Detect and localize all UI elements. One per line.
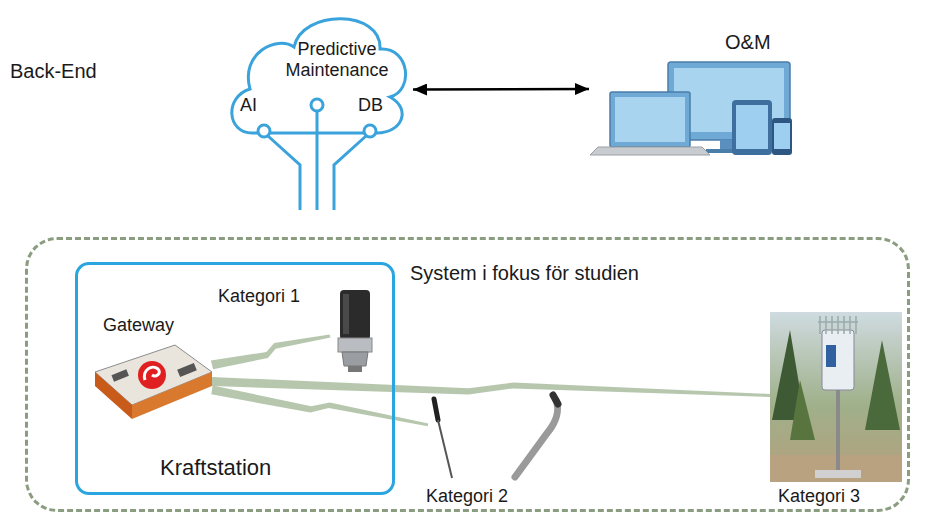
gateway-device-part [177, 363, 197, 377]
study-scope-region: System i fokus för studienKraftstation Ga… [25, 237, 910, 512]
devices-icon-part [774, 123, 790, 149]
wireless-link [211, 335, 331, 370]
sensor-icon [338, 290, 372, 372]
cloud-node: Predictive MaintenanceAI DB [222, 5, 407, 175]
probe-icons-part [434, 399, 438, 420]
cloud-shape [364, 125, 376, 137]
gateway-device-part [111, 369, 128, 381]
devices-icon [590, 62, 792, 155]
component-label: AI [240, 95, 257, 116]
probe-icons [434, 395, 558, 478]
data-arrow [413, 88, 589, 91]
node-label: Gateway [103, 315, 174, 336]
sensor-icon-part [348, 366, 362, 372]
probe-icons-part [553, 395, 558, 404]
field-station-photo-part [790, 380, 815, 440]
field-station-photo-part [836, 388, 840, 472]
node-label: Predictive Maintenance [274, 39, 400, 80]
field-station-photo-part [826, 345, 836, 367]
devices-icon-part [736, 105, 768, 149]
devices-icon-part [772, 118, 792, 155]
wireless-link [212, 377, 770, 397]
field-station-photo-part [818, 316, 858, 334]
gateway-device-part [144, 367, 159, 380]
node-label: Kategori 3 [778, 486, 860, 507]
field-station-photo-part [822, 330, 854, 390]
sensor-icon-part [343, 294, 349, 334]
om-node: O&M [595, 25, 800, 152]
node-label: System i fokus för studien [410, 262, 639, 285]
field-station-photo-part [865, 340, 900, 430]
cloud-shape [311, 99, 323, 111]
sensor-node: Kategori 1 [330, 288, 378, 372]
field-station-photo [770, 312, 902, 482]
node-label: Kategori 1 [218, 286, 300, 307]
probe-icons-part [515, 400, 558, 477]
devices-icon-part [615, 97, 685, 142]
power-station-box: Kraftstation Gateway Kategori 1 [75, 262, 395, 495]
probe-icons-part [438, 420, 452, 478]
field-station-photo-part [815, 470, 861, 478]
sensor-icon-part [340, 290, 370, 340]
field-station-node: Kategori 3 [770, 312, 902, 482]
node-label: Kraftstation [160, 455, 271, 480]
field-station-photo-part [770, 312, 902, 482]
devices-icon-part [732, 100, 772, 155]
sensor-icon-part [342, 352, 368, 366]
node-label: O&M [725, 31, 771, 54]
node-label: Kategori 2 [426, 486, 508, 507]
gateway-node: Gateway [90, 340, 212, 420]
devices-icon-part [610, 92, 690, 147]
cloud-shape [258, 125, 270, 137]
gateway-device-part [138, 361, 166, 389]
gateway-device [95, 345, 212, 419]
sensor-icon-part [338, 338, 372, 352]
cloud-shape [268, 111, 366, 210]
probe-node: Kategori 2 [428, 392, 566, 480]
layer-label: Back-End [10, 60, 97, 83]
cloud-shape [232, 19, 406, 133]
devices-icon-part [590, 147, 710, 155]
component-label: DB [358, 95, 383, 116]
